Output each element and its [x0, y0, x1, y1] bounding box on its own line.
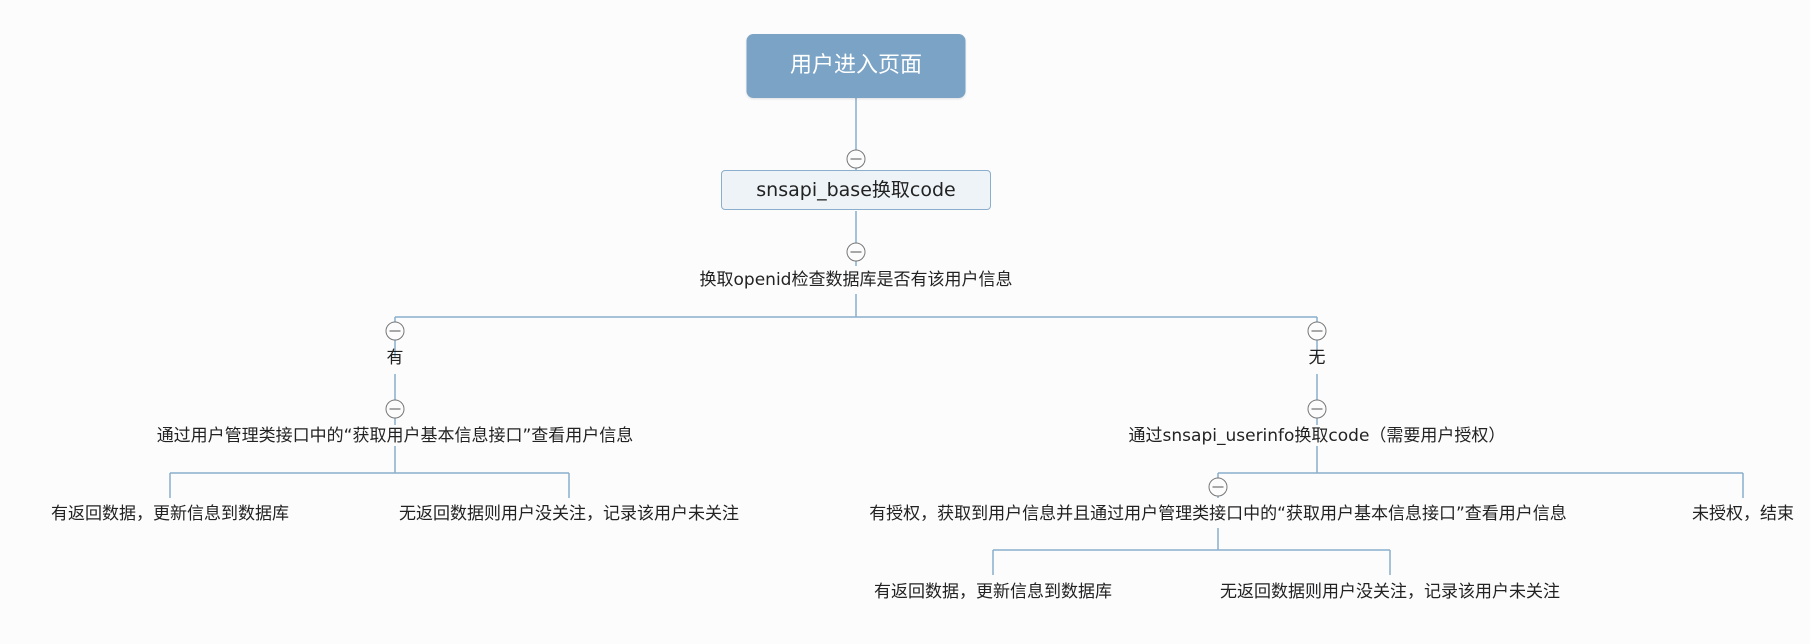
collapse-toggle-icon[interactable]	[385, 399, 405, 419]
topic-snsapi-base[interactable]: snsapi_base换取code	[721, 170, 991, 210]
topic-auth-result-no[interactable]: 无返回数据则用户没关注，记录该用户未关注	[1220, 582, 1560, 602]
collapse-toggle-icon[interactable]	[846, 242, 866, 262]
topic-has-result-yes[interactable]: 有返回数据，更新信息到数据库	[51, 504, 289, 524]
topic-authorized[interactable]: 有授权，获取到用户信息并且通过用户管理类接口中的“获取用户基本信息接口”查看用户…	[869, 504, 1567, 524]
root-topic[interactable]: 用户进入页面	[746, 34, 966, 98]
collapse-toggle-icon[interactable]	[1307, 321, 1327, 341]
collapse-toggle-icon[interactable]	[846, 149, 866, 169]
collapse-toggle-icon[interactable]	[1208, 477, 1228, 497]
topic-has[interactable]: 有	[386, 348, 404, 368]
topic-auth-result-yes[interactable]: 有返回数据，更新信息到数据库	[874, 582, 1112, 602]
topic-has-result-no[interactable]: 无返回数据则用户没关注，记录该用户未关注	[399, 504, 739, 524]
topic-none[interactable]: 无	[1308, 348, 1326, 368]
topic-has-query[interactable]: 通过用户管理类接口中的“获取用户基本信息接口”查看用户信息	[156, 426, 634, 446]
topic-unauthorized[interactable]: 未授权，结束	[1692, 504, 1794, 524]
topic-check-openid[interactable]: 换取openid检查数据库是否有该用户信息	[699, 270, 1013, 290]
collapse-toggle-icon[interactable]	[1307, 399, 1327, 419]
topic-userinfo[interactable]: 通过snsapi_userinfo换取code（需要用户授权）	[1128, 426, 1506, 446]
collapse-toggle-icon[interactable]	[385, 321, 405, 341]
